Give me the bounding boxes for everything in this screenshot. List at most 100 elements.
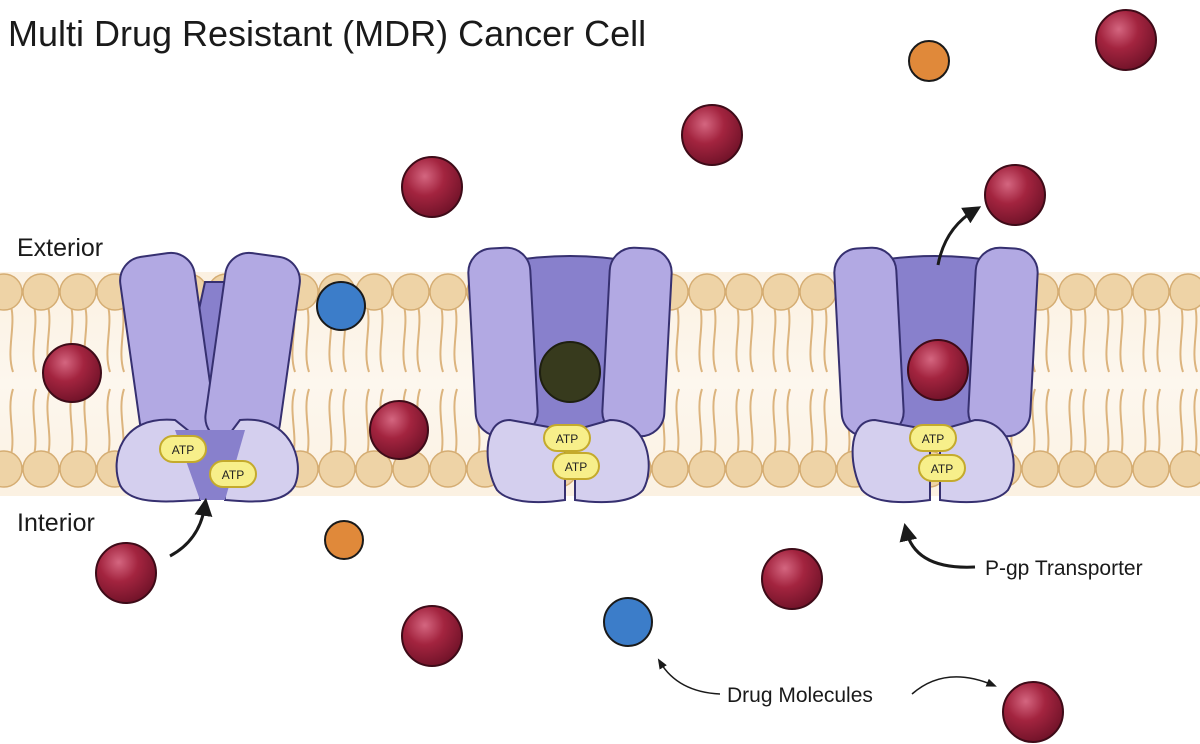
lipid-tail — [439, 388, 444, 456]
lipid-tail — [1105, 305, 1110, 373]
lipid-head — [1169, 450, 1200, 488]
lipid-head — [1169, 273, 1200, 311]
arrows — [169, 206, 997, 695]
lipid-tail — [698, 305, 703, 373]
lipid-tail — [1031, 388, 1036, 456]
lipid-tail — [809, 388, 814, 456]
lipid-head — [799, 273, 837, 311]
lipid-tail — [675, 305, 680, 373]
atp-badge-shape — [543, 424, 591, 452]
lipid-tail — [1142, 388, 1147, 456]
lipid-tail — [453, 305, 458, 373]
lipid-head — [0, 273, 23, 311]
lipid-tail — [1082, 388, 1087, 456]
influx-arrow — [169, 497, 213, 558]
drug-molecule-orange — [324, 520, 364, 560]
lipid-tail — [823, 305, 828, 373]
drug-molecule-orange — [908, 40, 950, 82]
drug-molecule-red — [369, 400, 429, 460]
lipid-tail — [823, 388, 828, 456]
lipid-head — [799, 450, 837, 488]
lipid-tail — [1179, 305, 1184, 373]
lipid-head — [1095, 273, 1133, 311]
lipid-head — [429, 273, 467, 311]
transporter-left-domain — [833, 246, 905, 438]
lipid-tail — [735, 305, 740, 373]
diagram-title: Multi Drug Resistant (MDR) Cancer Cell — [8, 13, 646, 54]
pgp-transporter-inward-open: ATP ATP — [115, 251, 301, 503]
drug-pointer-arrow-right — [911, 676, 997, 695]
transporter-right-domain — [967, 246, 1039, 438]
drug-molecule-blue — [603, 597, 653, 647]
lipid-tail — [749, 305, 754, 373]
lipid-tail — [1068, 388, 1073, 456]
drug-molecule-red — [401, 156, 463, 218]
lipid-head — [59, 273, 97, 311]
lipid-head — [1058, 450, 1096, 488]
lipid-head — [725, 450, 763, 488]
atp-badge: ATP — [909, 424, 957, 452]
drug-molecule-red — [761, 548, 823, 610]
lipid-tail — [416, 305, 421, 373]
lipid-tail — [1193, 388, 1198, 456]
lipid-tail — [772, 305, 777, 373]
atp-label: ATP — [172, 443, 194, 457]
lipid-tail — [749, 388, 754, 456]
lipid-tail — [328, 388, 333, 456]
lipid-tail — [1105, 388, 1110, 456]
transporter-left-domain — [467, 246, 539, 438]
lipid-head — [688, 273, 726, 311]
atp-badge-shape — [918, 454, 966, 482]
lipid-tail — [1068, 305, 1073, 373]
lipid-tail — [305, 388, 310, 456]
nbd-right — [574, 418, 650, 504]
atp-badge-shape — [159, 435, 207, 463]
lipid-head — [725, 273, 763, 311]
lipid-head — [1021, 450, 1059, 488]
lipid-tail — [712, 305, 717, 373]
lipid-head — [1132, 273, 1170, 311]
atp-label: ATP — [565, 460, 587, 474]
lipid-tail — [1119, 305, 1124, 373]
lipid-tail — [106, 305, 111, 373]
lipid-tail — [1082, 305, 1087, 373]
transporter-label: P-gp Transporter — [985, 557, 1143, 580]
drug-molecule-red — [401, 605, 463, 667]
drug-molecule-red — [1002, 681, 1064, 743]
drug-molecule-red — [984, 164, 1046, 226]
lipid-head — [1095, 450, 1133, 488]
lipid-tail — [698, 388, 703, 456]
atp-badge-shape — [209, 460, 257, 488]
exterior-label: Exterior — [17, 234, 103, 262]
drug-molecule-red — [1095, 9, 1157, 71]
lipid-head — [392, 273, 430, 311]
atp-badge: ATP — [159, 435, 207, 463]
lipid-tail — [735, 388, 740, 456]
atp-label: ATP — [556, 432, 578, 446]
lipid-head — [59, 450, 97, 488]
lipid-head — [22, 450, 60, 488]
atp-label: ATP — [931, 462, 953, 476]
lipid-tail — [379, 305, 384, 373]
atp-badge: ATP — [209, 460, 257, 488]
lipid-head — [762, 450, 800, 488]
drug-molecule-bound — [539, 341, 601, 403]
nbd-right — [939, 418, 1015, 504]
lipid-tail — [305, 305, 310, 373]
lipid-head — [1058, 273, 1096, 311]
lipid-head — [1132, 450, 1170, 488]
atp-badge-shape — [909, 424, 957, 452]
lipid-tail — [1156, 388, 1161, 456]
lipid-head — [762, 273, 800, 311]
lipid-tail — [402, 305, 407, 373]
lipid-tail — [9, 388, 14, 456]
lipid-tail — [786, 388, 791, 456]
drug-pointer-arrow-left — [657, 658, 721, 695]
lipid-tail — [32, 305, 37, 373]
atp-label: ATP — [922, 432, 944, 446]
drug-molecule-red — [42, 343, 102, 403]
transporters: ATP ATP ATP ATP — [115, 246, 1039, 504]
lipid-tail — [675, 388, 680, 456]
drug-molecule-red — [95, 542, 157, 604]
